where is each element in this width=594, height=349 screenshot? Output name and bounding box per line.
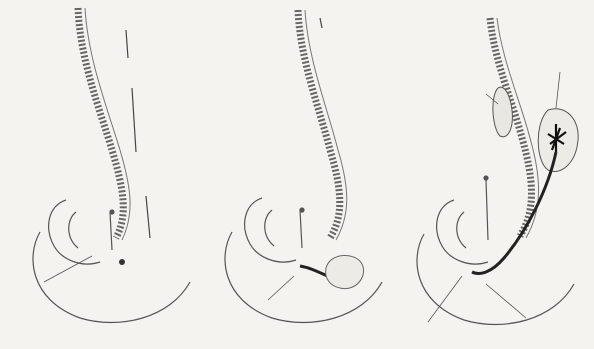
panel-2-reservoir — [326, 255, 364, 288]
panel-1-spine — [78, 8, 123, 238]
panel-2-spine — [298, 10, 340, 238]
panel-3-pelvis — [417, 234, 574, 325]
panel-2-drawing — [225, 10, 382, 323]
panel-3-catheter — [472, 152, 556, 273]
panel-1-drawing — [33, 8, 190, 323]
panel-3-drawing — [417, 18, 578, 325]
panel-3-pump-housing — [493, 87, 512, 137]
